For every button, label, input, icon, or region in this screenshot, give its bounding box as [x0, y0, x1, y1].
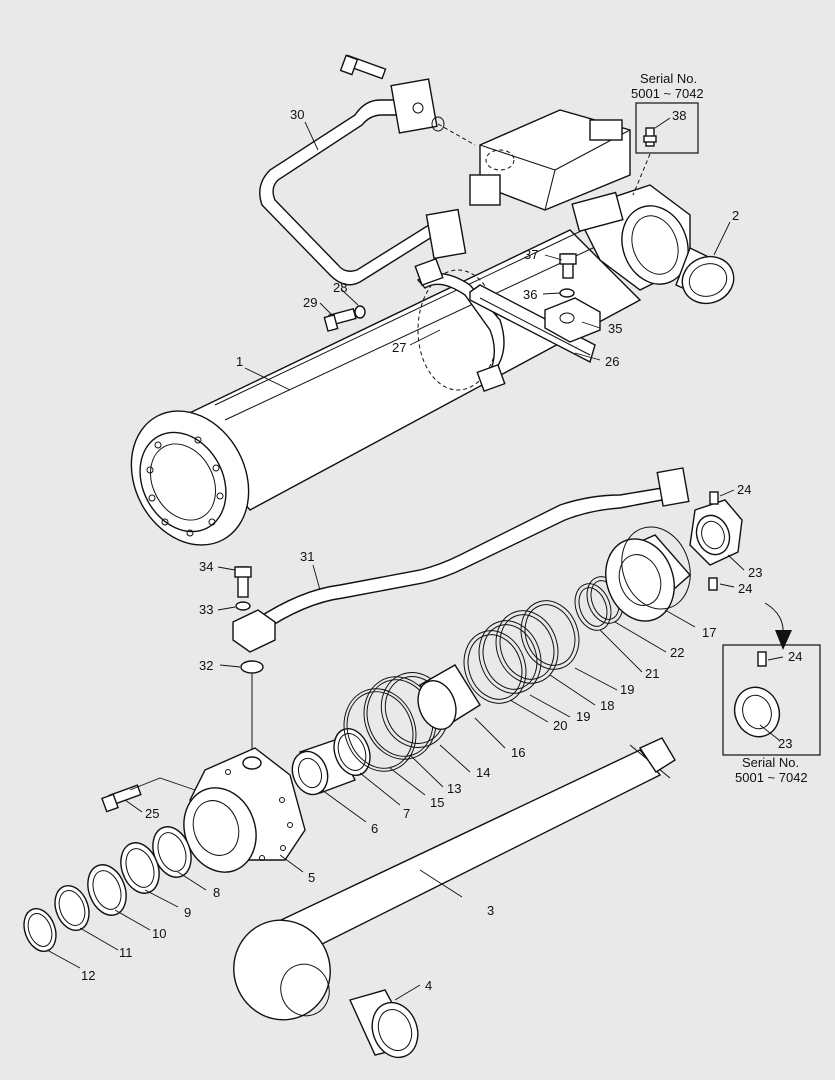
- set-screw-24a: [709, 491, 719, 505]
- callout-labels: 1 2 3 4 5 6 7 8 9 10 11 12 13 14 15 16 1…: [81, 107, 802, 993]
- leader-lines: [46, 117, 784, 1001]
- callout-37: 37: [524, 247, 538, 262]
- callout-36: 36: [523, 287, 537, 302]
- callout-11: 11: [119, 945, 133, 960]
- ring-21: [574, 583, 612, 631]
- callout-22: 22: [670, 645, 684, 660]
- pipe-30: [259, 78, 467, 286]
- piston-17: [605, 526, 691, 622]
- callout-19b: 19: [576, 709, 590, 724]
- cylinder-head-eye: [571, 184, 691, 291]
- flange-bolt-holes: [146, 436, 224, 537]
- set-screw-24b: [708, 577, 718, 591]
- bar-26: [469, 284, 596, 364]
- serial-note-bottom-line2: 5001 ~ 7042: [735, 770, 808, 785]
- bolt-25: [101, 784, 142, 813]
- callout-24c: 24: [788, 649, 802, 664]
- seal-12: [23, 907, 57, 953]
- callout-23b: 23: [778, 736, 792, 751]
- serial-note-bottom: Serial No. 5001 ~ 7042: [735, 755, 808, 785]
- washer-33: [235, 601, 251, 611]
- callout-21: 21: [645, 666, 659, 681]
- callout-24b: 24: [738, 581, 752, 596]
- callout-33: 33: [199, 602, 213, 617]
- callout-31: 31: [300, 549, 314, 564]
- callout-28: 28: [333, 280, 347, 295]
- bolt-34: [234, 566, 252, 598]
- callout-12: 12: [81, 968, 95, 983]
- callout-25: 25: [145, 806, 159, 821]
- seal-11: [54, 885, 90, 931]
- callout-32: 32: [199, 658, 213, 673]
- washer-36: [559, 288, 575, 298]
- sleeve-16: [417, 664, 481, 730]
- serial-note-bottom-line1: Serial No.: [742, 755, 799, 770]
- piston-rod-3: [233, 737, 676, 1021]
- callout-30: 30: [290, 107, 304, 122]
- inset-arrow: [764, 602, 792, 650]
- callout-1: 1: [236, 354, 243, 369]
- callout-34: 34: [199, 559, 213, 574]
- ring-19b: [520, 600, 580, 670]
- callout-8: 8: [213, 885, 220, 900]
- callout-6: 6: [371, 821, 378, 836]
- serial-note-top-line1: Serial No.: [640, 71, 697, 86]
- callout-2: 2: [732, 208, 739, 223]
- ring-19a: [478, 620, 542, 694]
- callout-10: 10: [152, 926, 166, 941]
- bolt-37: [559, 253, 577, 279]
- serial-note-top-line2: 5001 ~ 7042: [631, 86, 704, 101]
- cylinder-tube: [130, 221, 642, 546]
- seal-10: [87, 864, 127, 916]
- callout-14: 14: [476, 765, 490, 780]
- callout-9: 9: [184, 905, 191, 920]
- bushing-2: [675, 247, 735, 305]
- ring-20: [463, 630, 527, 704]
- callout-24a: 24: [737, 482, 751, 497]
- valve-block: [469, 109, 631, 211]
- callout-38: 38: [672, 108, 686, 123]
- callout-20: 20: [553, 718, 567, 733]
- callout-4: 4: [425, 978, 432, 993]
- callout-27: 27: [392, 340, 406, 355]
- seal-8: [152, 826, 192, 878]
- gland-5: [183, 747, 306, 873]
- callout-17: 17: [702, 625, 716, 640]
- bolt-29: [323, 307, 357, 332]
- callout-16: 16: [511, 745, 525, 760]
- callout-18: 18: [600, 698, 614, 713]
- callout-15: 15: [430, 795, 444, 810]
- washer-28: [354, 305, 366, 319]
- callout-26: 26: [605, 354, 619, 369]
- callout-7: 7: [403, 806, 410, 821]
- callout-35: 35: [608, 321, 622, 336]
- serial-box-inset: [722, 644, 821, 756]
- bushing-4: [349, 989, 419, 1059]
- pipe-31: [232, 467, 690, 653]
- clamp-block-35: [544, 297, 601, 343]
- callout-3: 3: [487, 903, 494, 918]
- nut-23: [689, 499, 743, 566]
- callout-23a: 23: [748, 565, 762, 580]
- callout-19a: 19: [620, 682, 634, 697]
- serial-note-top: Serial No. 5001 ~ 7042: [631, 71, 704, 101]
- ring-18: [495, 610, 559, 684]
- serial-box-38: [635, 102, 699, 154]
- o-ring-32: [240, 660, 264, 755]
- bolt-30-screw: [339, 54, 387, 80]
- callout-29: 29: [303, 295, 317, 310]
- ring-15: [343, 688, 417, 772]
- callout-13: 13: [447, 781, 461, 796]
- callout-5: 5: [308, 870, 315, 885]
